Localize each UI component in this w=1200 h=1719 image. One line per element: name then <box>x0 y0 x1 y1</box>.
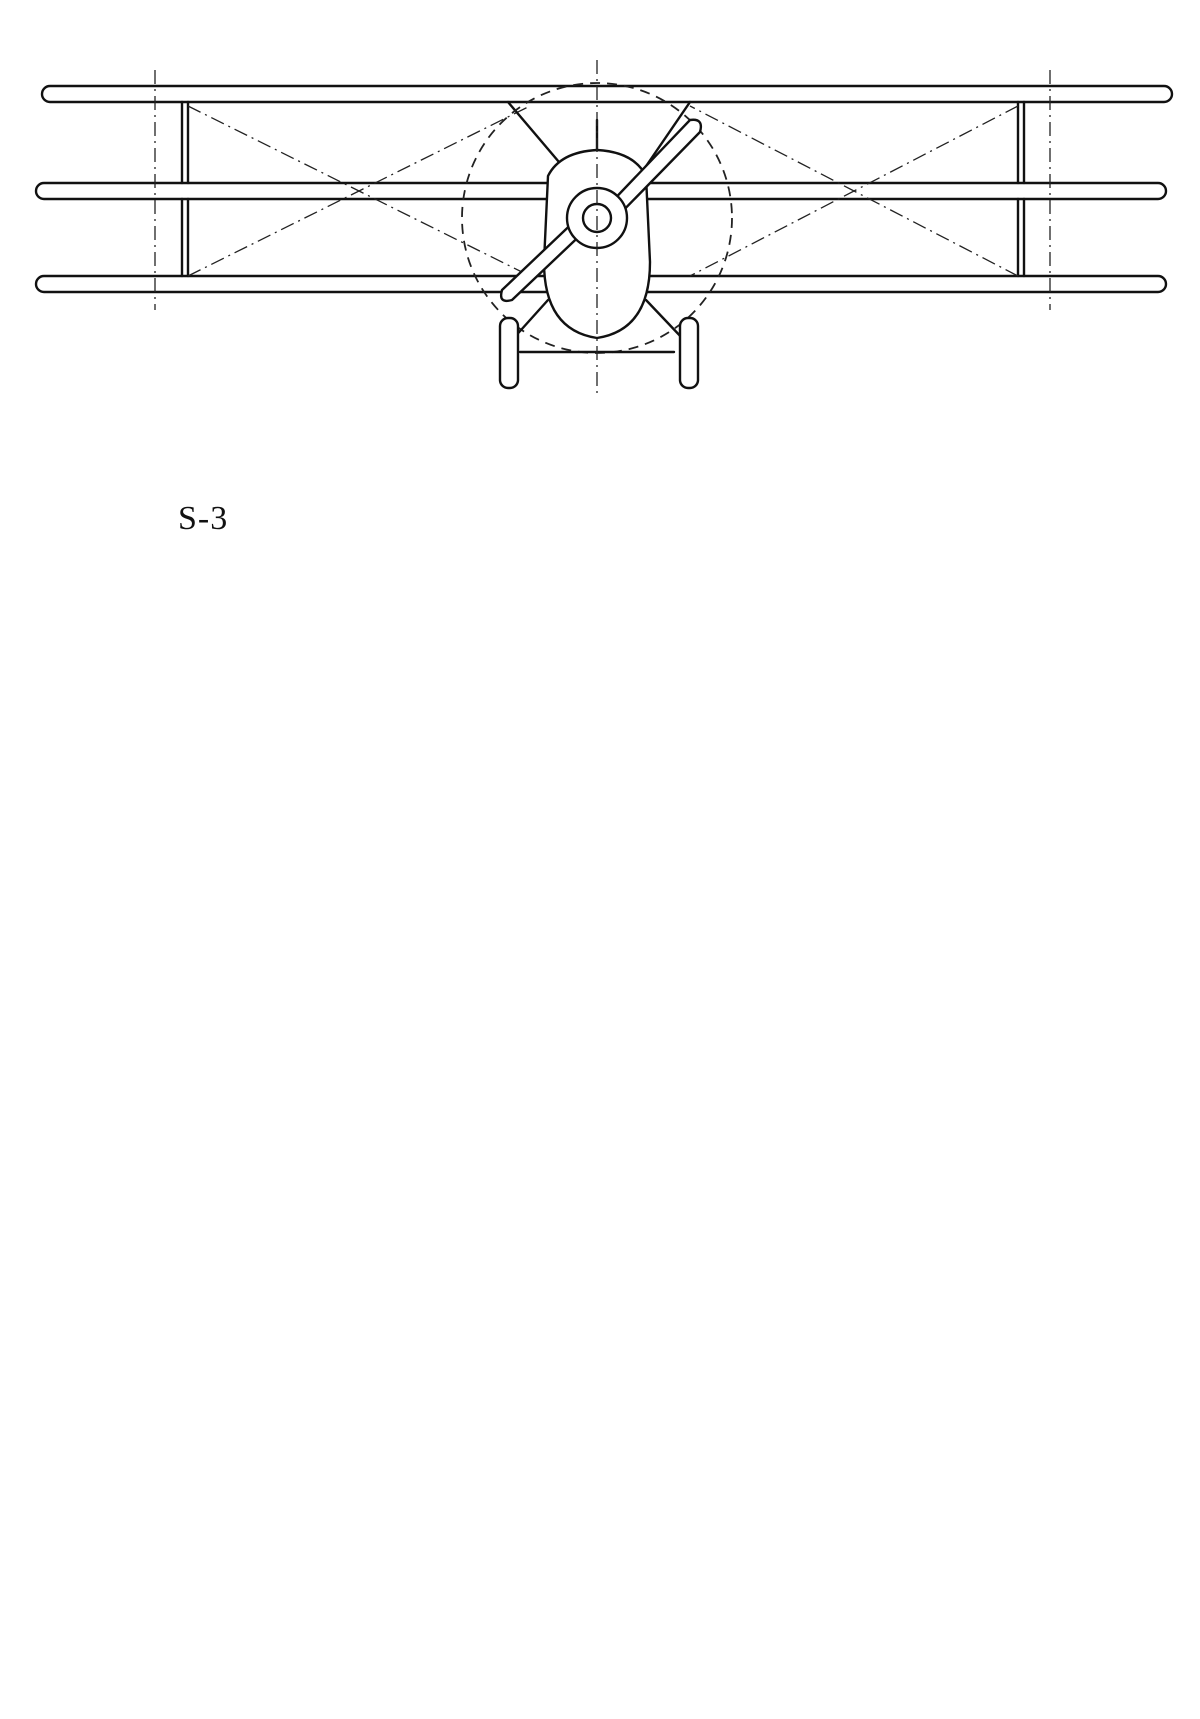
aircraft-designation: S-3 <box>178 500 229 537</box>
front-bracing-wires <box>154 70 1051 310</box>
front-interplane-struts <box>180 100 1026 278</box>
propeller-blade <box>602 118 703 224</box>
front-view <box>34 60 1174 395</box>
front-wheel-left <box>498 316 520 390</box>
propeller-blade <box>499 212 592 303</box>
front-upper-wing <box>40 84 1174 104</box>
front-landing-gear-leg <box>644 298 686 342</box>
front-wheel-right <box>678 316 700 390</box>
